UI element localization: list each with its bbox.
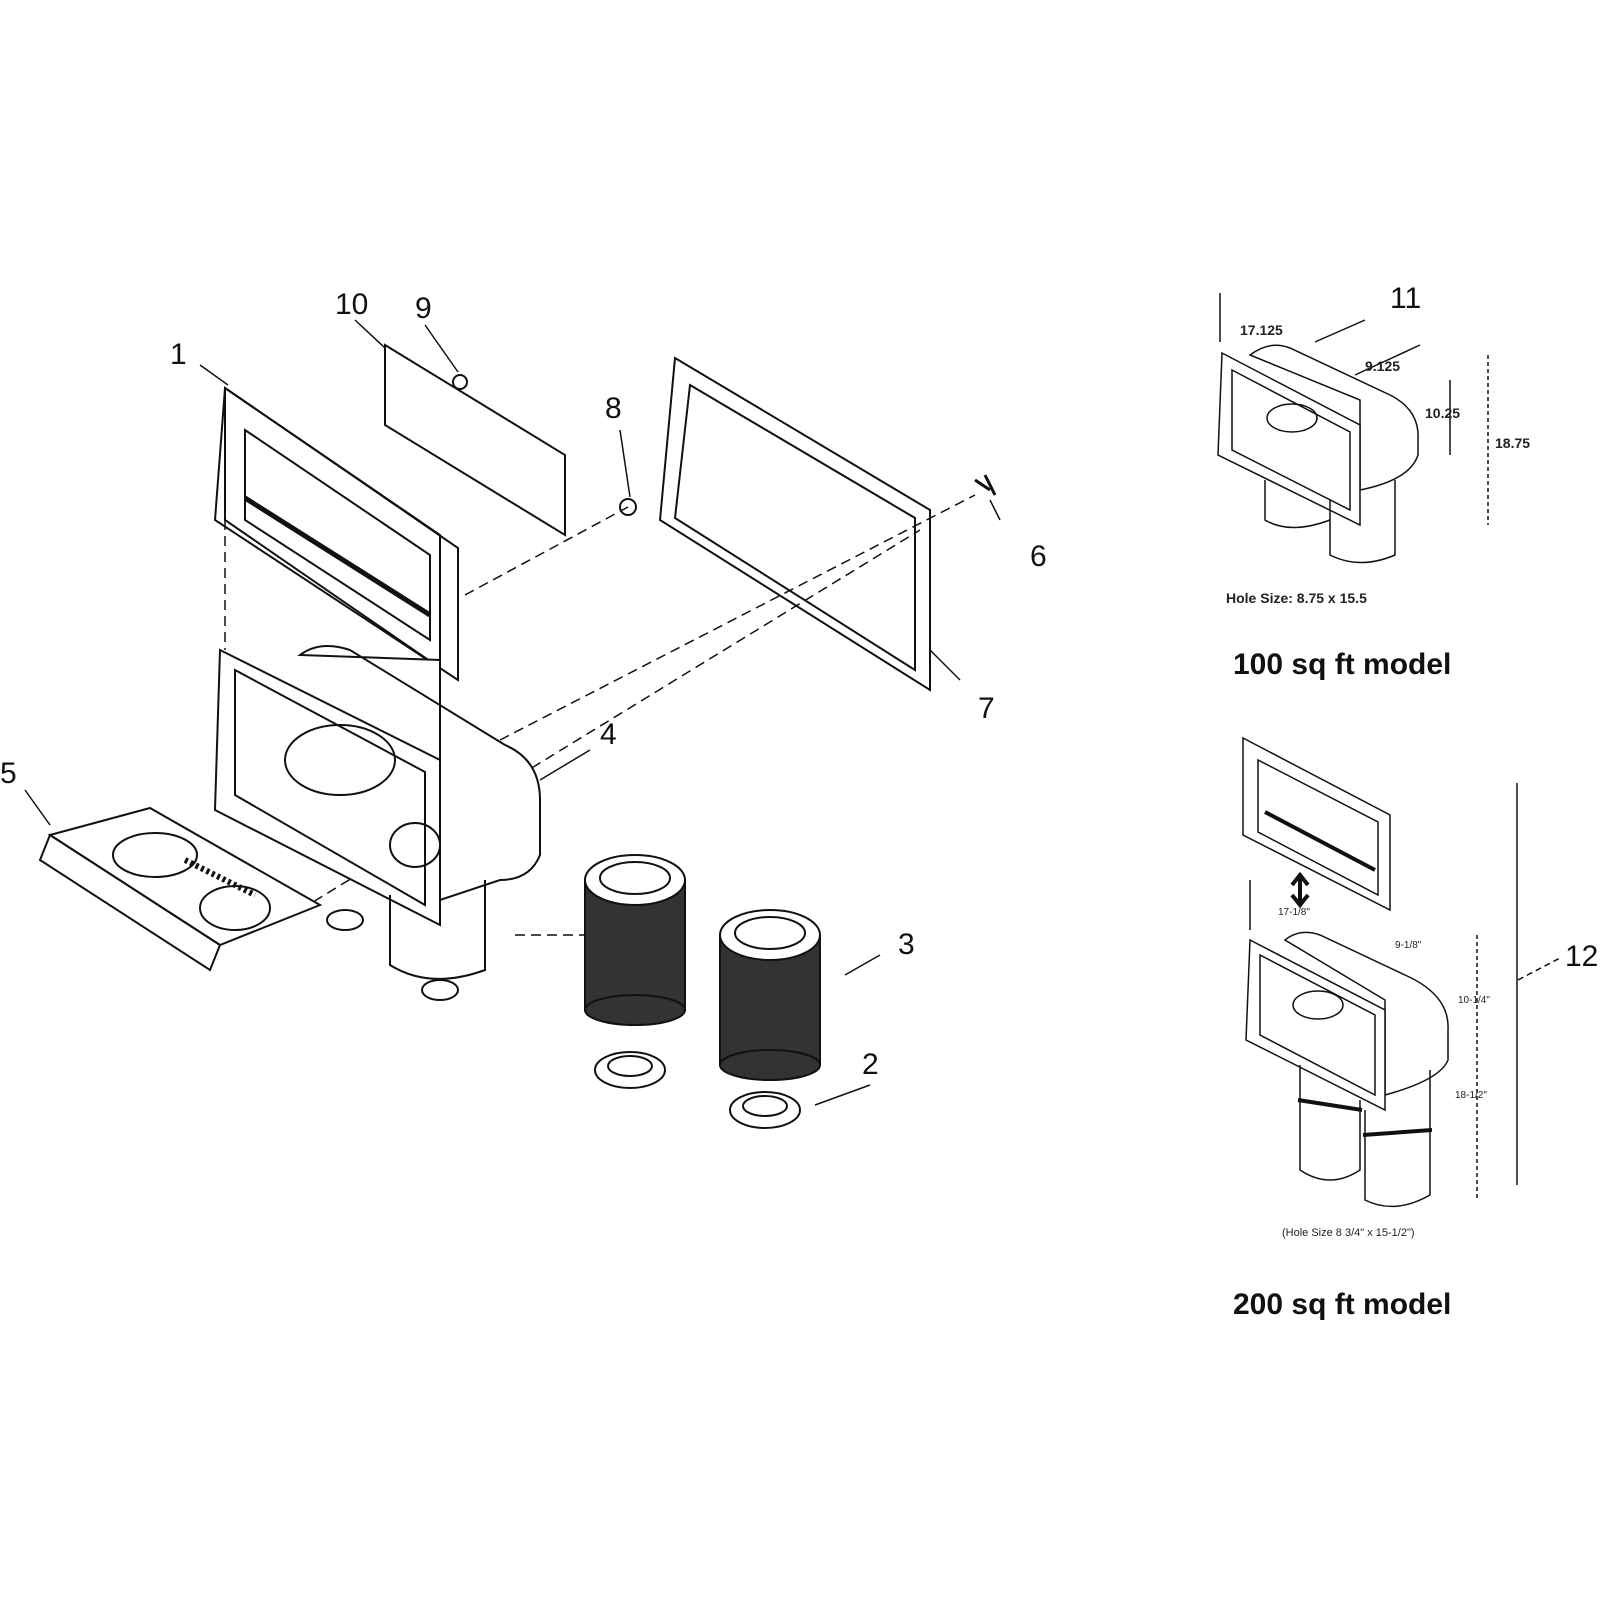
part-label-1: 1 [170,338,187,371]
dim-upper-height-100: 10.25 [1425,405,1461,421]
dim-width-200: 17-1/8" [1278,907,1310,918]
leader-lines [24,319,1001,1106]
part-label-12: 12 [1565,940,1599,973]
dim-width-100: 17.125 [1240,322,1283,338]
part-7-mounting-frame [658,356,931,692]
part-8-hardware [619,498,637,516]
part-label-10: 10 [335,288,369,321]
part-label-6: 6 [1030,540,1047,573]
part-label-7: 7 [978,692,995,725]
part-label-8: 8 [605,392,622,425]
part-4-skimmer-body [213,645,541,1001]
part-5-tray [38,806,323,972]
part-3-filter-cartridges [584,854,821,1081]
dim-upper-height-200: 10-1/4" [1458,995,1490,1006]
caption-100-model: 100 sq ft model [1233,648,1452,681]
part-label-11: 11 [1390,282,1422,315]
dim-total-height-100: 18.75 [1495,435,1531,451]
caption-200-model: 200 sq ft model [1233,1288,1452,1321]
dim-depth-100: 9.125 [1365,358,1401,374]
part-6-screws [974,478,991,492]
model-200-drawing [1242,736,1561,1208]
hole-size-200: (Hole Size 8 3/4" x 15-1/2") [1282,1227,1415,1239]
part-label-5: 5 [0,757,17,790]
dim-depth-200: 9-1/8" [1395,940,1422,951]
hole-size-100: Hole Size: 8.75 x 15.5 [1226,590,1367,606]
part-10-weir-door [384,343,566,537]
part-label-9: 9 [415,292,432,325]
model-100-drawing [1217,293,1489,564]
part-label-2: 2 [862,1048,879,1081]
dim-lower-height-200: 18-1/2" [1455,1090,1487,1101]
part-label-3: 3 [898,928,915,961]
part-label-4: 4 [600,718,617,751]
part-2-rings [594,1051,801,1129]
